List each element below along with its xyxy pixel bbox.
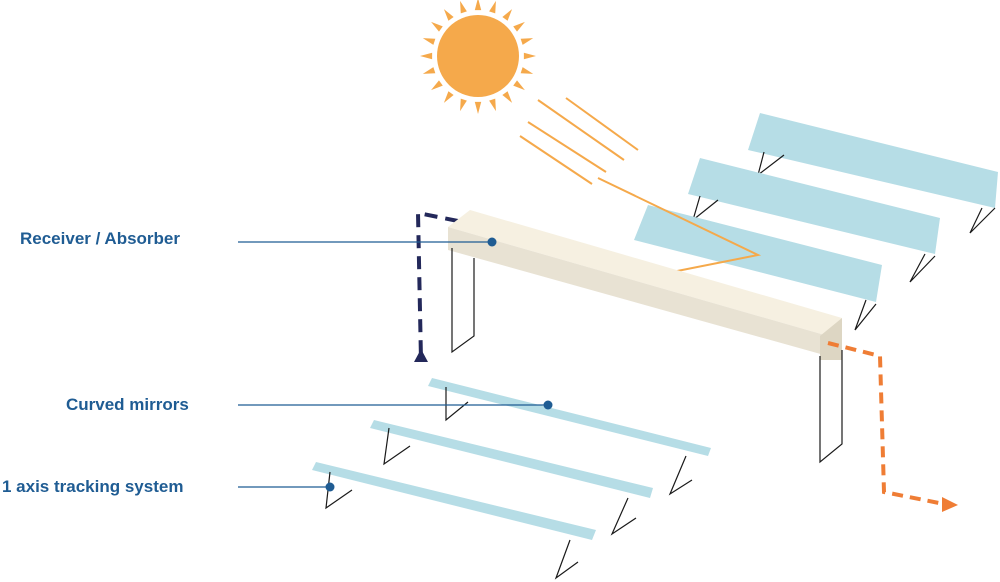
receiver-absorber [448, 210, 843, 464]
sun-ray [513, 21, 525, 32]
sun-ray [489, 98, 496, 112]
leader-lines [238, 237, 553, 492]
sun-ray [422, 38, 436, 45]
sunlight-beams [519, 97, 639, 185]
curved-mirrors-label: Curved mirrors [66, 395, 189, 414]
sun-ray [502, 9, 513, 21]
sun-ray [513, 80, 525, 91]
outflow-arrow-icon [827, 341, 958, 512]
sun-icon [420, 0, 536, 114]
sun-ray [520, 38, 534, 45]
sun-ray [489, 0, 496, 14]
sun-ray [460, 98, 467, 112]
tracking-system-label: 1 axis tracking system [2, 477, 184, 496]
sun-ray [422, 67, 436, 74]
inflow-arrow-icon [414, 210, 459, 362]
sun-ray [443, 91, 454, 103]
sun-ray [460, 0, 467, 14]
back-mirror-row [634, 113, 998, 331]
sun-ray [443, 9, 454, 21]
sun-ray [431, 80, 443, 91]
sun-ray [520, 67, 534, 74]
sun-ray [431, 21, 443, 32]
sun-ray [502, 91, 513, 103]
sun-ray [523, 52, 536, 60]
sun-ray [474, 0, 482, 11]
receiver-absorber-label: Receiver / Absorber [20, 229, 180, 248]
sun-ray [474, 101, 482, 114]
sun-ray [420, 52, 433, 60]
front-mirror-row [312, 378, 711, 580]
